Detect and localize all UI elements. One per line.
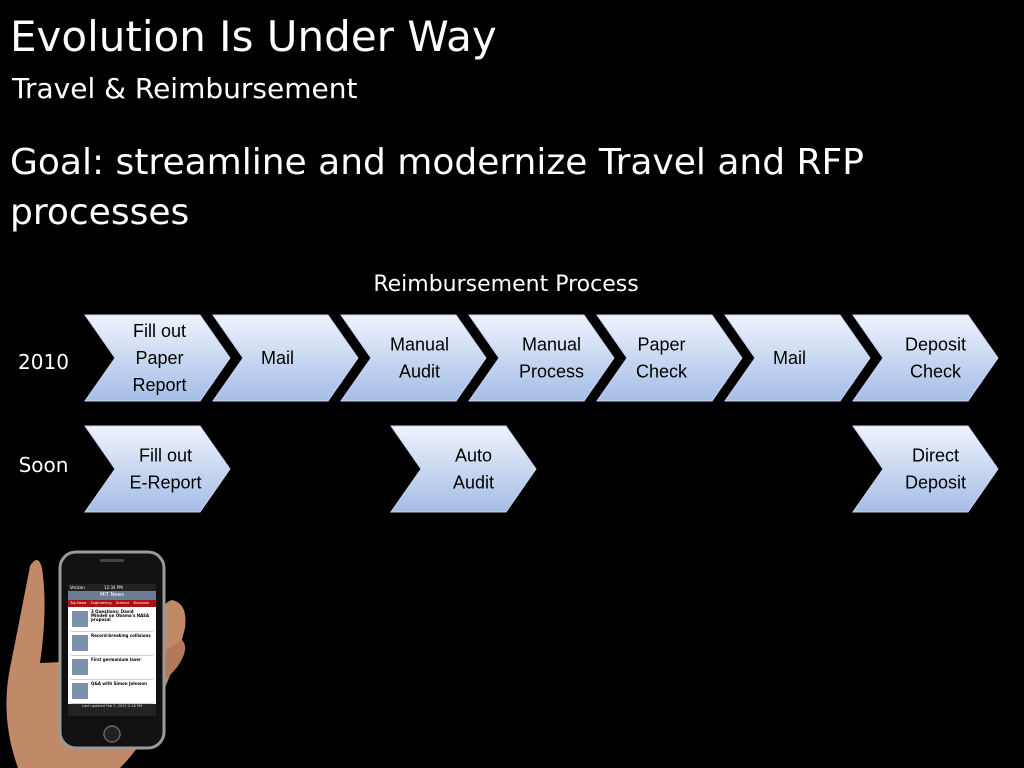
phone-in-hand-image: Verizon 12:34 PM MIT News Top News Engin… (0, 548, 200, 768)
news-headline: Record-breaking collisions (91, 633, 151, 638)
chevron-step-label-line: Audit (453, 473, 494, 493)
news-headline: First germanium laser (91, 657, 141, 662)
news-thumbnail (72, 611, 88, 627)
chevron-step-label-line: Check (910, 362, 962, 382)
chevron-step (390, 425, 537, 513)
goal-statement: Goal: streamline and modernize Travel an… (10, 142, 864, 233)
chevron-step-label-line: Mail (773, 348, 806, 368)
news-headline: Q&A with Simon Johnson (91, 681, 147, 686)
chevron-step (852, 425, 999, 513)
chevron-step-label-line: Manual (522, 335, 581, 355)
news-item[interactable]: 3 Questions: David Mindell on Obama's NA… (71, 609, 153, 632)
news-thumbnail (72, 635, 88, 651)
chevron-step (340, 314, 487, 402)
news-item[interactable]: First germanium laser (71, 657, 153, 680)
chevron-step (596, 314, 743, 402)
status-time: 12:34 PM (104, 585, 123, 590)
slide-subtitle: Travel & Reimbursement (12, 72, 358, 105)
chevron-step-label-line: Manual (390, 335, 449, 355)
process-title: Reimbursement Process (373, 272, 639, 297)
chevron-step-label-line: Fill out (139, 446, 192, 466)
chevron-step-label: Mail (773, 348, 806, 368)
chevron-step (212, 314, 359, 402)
chevron-step-label-line: Fill out (133, 321, 186, 341)
chevron-step (724, 314, 871, 402)
chevron-step-label-line: Deposit (905, 473, 966, 493)
tab-engineering[interactable]: Engineering (90, 601, 112, 605)
news-thumbnail (72, 659, 88, 675)
news-item[interactable]: Q&A with Simon Johnson (71, 681, 153, 704)
news-thumbnail (72, 683, 88, 699)
chevron-step-label-line: E-Report (129, 473, 201, 493)
chevron-step-label: Mail (261, 348, 294, 368)
chevron-step (84, 425, 231, 513)
row-label-2010: 2010 (18, 350, 69, 374)
chevron-step-label-line: Deposit (905, 335, 966, 355)
row-label-soon: Soon (18, 453, 69, 477)
news-item[interactable]: Record-breaking collisions (71, 633, 153, 656)
phone-screen: Verizon 12:34 PM MIT News Top News Engin… (68, 584, 156, 716)
chevron-step-label-line: Report (132, 375, 186, 395)
chevron-step-label-line: Audit (399, 362, 440, 382)
news-headline: 3 Questions: David Mindell on Obama's NA… (91, 609, 150, 622)
status-carrier: Verizon (70, 585, 85, 590)
tab-science[interactable]: Science (115, 601, 130, 605)
chevron-step (852, 314, 999, 402)
chevron-step-label-line: Direct (912, 446, 959, 466)
chevron-step-label-line: Auto (455, 446, 492, 466)
app-title: MIT News (68, 591, 156, 600)
tab-top-news[interactable]: Top News (70, 601, 87, 605)
phone-footer: Last updated Feb 5, 2010 2:18 PM (68, 704, 156, 716)
chevron-step-label-line: Paper (135, 348, 183, 368)
chevron-step-label-line: Mail (261, 348, 294, 368)
chevron-step (84, 314, 231, 402)
chevron-step (468, 314, 615, 402)
tab-business[interactable]: Business (133, 601, 149, 605)
slide-title: Evolution Is Under Way (10, 12, 497, 61)
chevron-step-label-line: Process (519, 362, 584, 382)
chevron-step-label-line: Paper (637, 335, 685, 355)
chevron-step-label-line: Check (636, 362, 688, 382)
